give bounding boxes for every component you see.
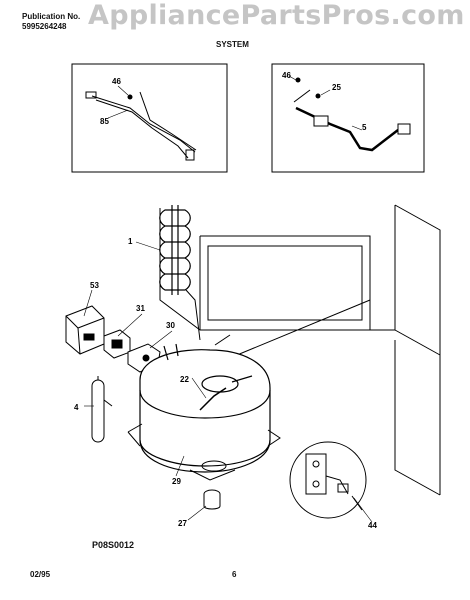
callout-44: 44 <box>368 521 377 530</box>
callout-30: 30 <box>166 321 175 330</box>
refrigerator-cabinet <box>159 204 441 496</box>
callout-25: 25 <box>332 83 341 92</box>
overload-31 <box>103 329 131 359</box>
callout-29: 29 <box>172 477 181 486</box>
watermark-text: AppliancePartsPros.com <box>88 0 465 31</box>
figure-code: P08S0012 <box>92 540 135 550</box>
callout-46-left: 46 <box>112 77 121 86</box>
page-number: 6 <box>232 570 237 579</box>
callout-1: 1 <box>128 237 133 246</box>
drier-4 <box>91 376 113 443</box>
wire-22 <box>199 387 227 411</box>
callout-22: 22 <box>180 375 189 384</box>
publication-label: Publication No. <box>22 12 81 21</box>
leader-lines <box>83 241 373 523</box>
outlet-inset-44 <box>289 441 367 519</box>
inset-box-left <box>71 63 228 173</box>
screw-46-right <box>288 75 301 83</box>
callout-31: 31 <box>136 304 145 313</box>
callout-85: 85 <box>100 117 109 126</box>
power-cord-5 <box>293 89 411 152</box>
relay-53 <box>65 305 105 355</box>
grommet-27 <box>203 489 221 510</box>
condenser-coil-1 <box>159 205 191 295</box>
callout-27: 27 <box>178 519 187 528</box>
section-title: SYSTEM <box>216 40 249 49</box>
screw-46-left <box>117 85 133 100</box>
refrigerant-tubing <box>185 289 371 361</box>
compressor-29 <box>139 343 271 473</box>
inset-box-right <box>271 63 425 173</box>
callout-46-right: 46 <box>282 71 291 80</box>
callout-4: 4 <box>74 403 79 412</box>
callout-5: 5 <box>362 123 367 132</box>
wire-harness-85 <box>85 91 197 161</box>
compressor-base <box>127 423 281 481</box>
screw-25 <box>315 89 331 99</box>
print-date: 02/95 <box>30 570 51 579</box>
callout-53: 53 <box>90 281 99 290</box>
publication-number: 5995264248 <box>22 22 67 31</box>
